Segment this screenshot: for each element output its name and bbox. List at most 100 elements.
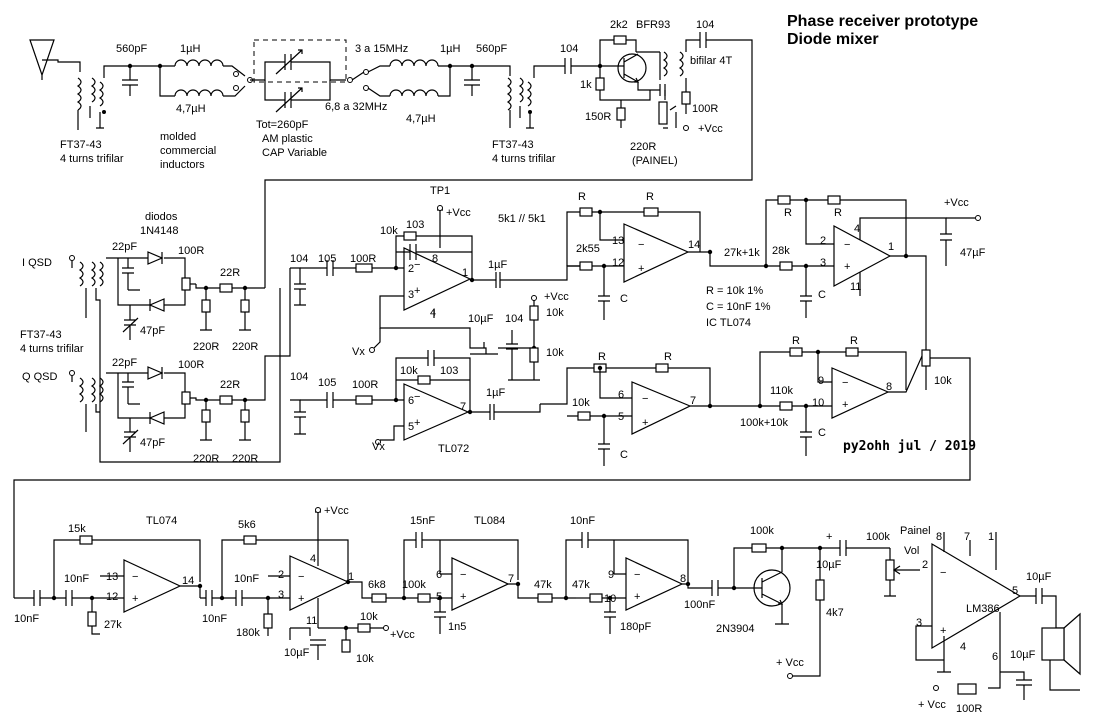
resistor-label: 100k <box>750 525 774 537</box>
node-label: Vx <box>352 346 365 358</box>
resistor-label: 10k <box>934 375 952 387</box>
cap-label: 104 <box>290 371 308 383</box>
pin-label: 6 <box>992 651 998 663</box>
cap-label: 10nF <box>202 613 227 625</box>
minus-sign: − <box>634 569 640 581</box>
mixer-label: Q QSD <box>22 371 58 383</box>
pin-label: 7 <box>460 401 466 413</box>
pin-label: 8 <box>432 253 438 265</box>
pin-label: 6 <box>618 389 624 401</box>
resistor-label: 27k <box>104 619 122 631</box>
resistor-label: 5k6 <box>238 519 256 531</box>
diode-icon <box>147 366 164 380</box>
pin-label: 9 <box>608 569 614 581</box>
cap-label: 1n5 <box>448 621 466 633</box>
supply-label: + Vcc <box>776 657 804 669</box>
plus-sign: + <box>842 399 848 411</box>
title-line-1: Phase receiver prototype <box>787 13 978 30</box>
resistor-label: 100k <box>866 531 890 543</box>
pin-label: 10 <box>604 593 616 605</box>
cap-label: C <box>620 293 628 305</box>
pin-label: 13 <box>612 235 624 247</box>
pin-label: 2 <box>408 263 414 275</box>
note: commercial <box>160 145 216 157</box>
minus-sign: − <box>638 239 644 251</box>
qsd-mixers: diodos 1N4148 I QSD 22pF 47pF 100R 22R 2… <box>20 211 291 465</box>
pin-label: 11 <box>850 281 861 293</box>
ic-label: TL074 <box>146 515 177 527</box>
resistor-label: 100R <box>956 703 982 715</box>
resistor-label: 15k <box>68 523 86 535</box>
pin-label: 2 <box>922 559 928 571</box>
band-label: 6,8 a 32MHz <box>325 101 387 113</box>
cap-label: 1µF <box>486 387 505 399</box>
supply-label: +Vcc <box>324 505 349 517</box>
diode-icon <box>147 251 164 265</box>
cap-label: 22pF <box>112 357 137 369</box>
note: Painel <box>900 525 931 537</box>
minus-sign: − <box>844 239 850 251</box>
resistor-label: 220R <box>232 453 258 465</box>
cap-label: 560pF <box>116 43 147 55</box>
cap-label: AM plastic <box>262 133 313 145</box>
pin-label: 4 <box>430 307 436 319</box>
cap-label: 103 <box>406 219 424 231</box>
opamp-icon <box>403 383 470 441</box>
resistor-label: 28k <box>772 245 790 257</box>
band-label: 3 a 15MHz <box>355 43 408 55</box>
pin-label: 4 <box>310 553 316 565</box>
cap-label: 47pF <box>140 325 165 337</box>
pin-label: 12 <box>106 591 118 603</box>
cap-label: 47µF <box>960 247 986 259</box>
resistor-label: 10k <box>356 653 374 665</box>
iq-preamps: 104 105 100R 2 3 8 4 1 − + 10k 103 +Vcc … <box>290 185 580 455</box>
trimmer-icon <box>122 418 139 452</box>
plus-sign: + <box>844 261 850 273</box>
speaker-icon <box>1041 627 1065 661</box>
inductor-label: 4,7µH <box>406 113 436 125</box>
pin-label: 14 <box>182 575 194 587</box>
pin-label: 12 <box>612 257 624 269</box>
minus-sign: − <box>940 567 946 579</box>
resistor-label: R <box>784 207 792 219</box>
inductor-icon <box>389 59 439 67</box>
pin-label: 4 <box>960 641 966 653</box>
lm386-icon <box>931 542 1022 650</box>
resistor-label: 10k <box>400 365 418 377</box>
cap-label: Tot=260pF <box>256 119 309 131</box>
plus-sign: + <box>826 531 832 543</box>
note: diodos <box>145 211 178 223</box>
opamp-icon <box>623 223 690 283</box>
pin-label: 7 <box>690 395 696 407</box>
note: (PAINEL) <box>632 155 678 167</box>
resistor-label: R <box>578 191 586 203</box>
transformer-icon <box>71 376 84 403</box>
core-label: FT37-43 <box>492 139 534 151</box>
inductor-label: 4,7µH <box>176 103 206 115</box>
cap-label: 10nF <box>14 613 39 625</box>
pin-label: 14 <box>688 239 700 251</box>
resistor-label: 110k <box>770 385 794 397</box>
mixer-label: I QSD <box>22 257 52 269</box>
signature: py2ohh jul / 2019 <box>843 439 976 454</box>
pin-label: 4 <box>854 223 860 235</box>
resistor-label: 2k55 <box>576 243 600 255</box>
resistor-label: 100R <box>692 103 718 115</box>
af-amplifier: 100k 2N3904 + 4k7 + Vcc 10µF 100k Painel… <box>716 525 1081 715</box>
rf-front-end: 560pF 1µH 4,7µH FT37-43 4 turns trifilar… <box>29 19 753 288</box>
resistor-label: 100R <box>178 245 204 257</box>
resistor-label: 150R <box>585 111 611 123</box>
cap-label: C <box>818 427 826 439</box>
minus-sign: − <box>414 259 420 271</box>
cap-label: 1µF <box>488 259 507 271</box>
minus-sign: − <box>414 391 420 403</box>
resistor-label: 5k1 // 5k1 <box>498 213 546 225</box>
pin-label: 5 <box>618 411 624 423</box>
resistor-label: 47k <box>572 579 590 591</box>
ic-label: LM386 <box>966 603 1000 615</box>
minus-sign: − <box>460 569 466 581</box>
note: IC TL074 <box>706 317 751 329</box>
resistor-label: 22R <box>220 267 240 279</box>
cap-label: CAP Variable <box>262 147 327 159</box>
resistor-label: 100k <box>402 579 426 591</box>
